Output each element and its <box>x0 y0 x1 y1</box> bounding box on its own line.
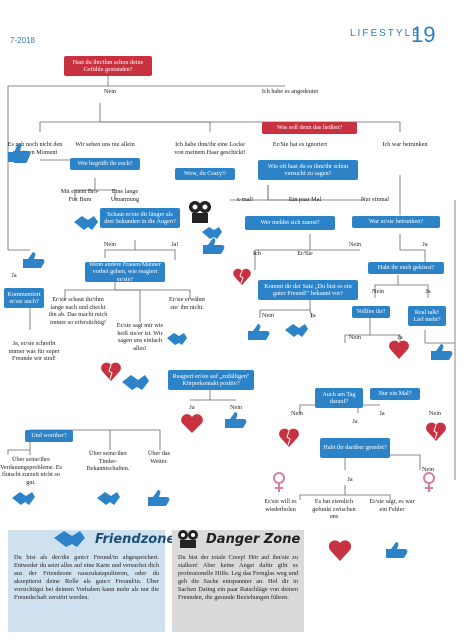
good-friend-phrase-box: Kommt dir der Satz „Du bist so ein guter… <box>258 280 358 300</box>
answer-me: Ich <box>253 250 261 257</box>
regret-box: Vollfee ihr? <box>352 306 390 318</box>
handshake-icon <box>54 531 85 547</box>
answer-yes: Ja <box>189 404 195 411</box>
heart-icon <box>389 340 409 359</box>
broken-heart-icon <box>279 428 299 447</box>
answer-bro-fist: Mit einem Bro-Fist Bum <box>60 188 100 203</box>
thumbs-up-icon <box>431 344 453 360</box>
dangerzone-text: Du bist der totale Creep! Hör auf ihn/si… <box>178 554 298 601</box>
answer-hinted: Ich habe es angedeutet <box>261 88 319 95</box>
answer-weather: Über das Wetter. <box>147 450 171 465</box>
thumbs-up-icon <box>386 542 408 558</box>
answer-no: Nein <box>290 410 304 417</box>
answer-yes: Ja <box>379 410 385 417</box>
thumbs-up-icon <box>8 143 31 163</box>
answer-long-hug: Eine lange Umarmung <box>110 188 140 203</box>
broken-heart-icon <box>233 268 251 285</box>
handshake-icon <box>285 324 308 337</box>
handshake-icon <box>122 375 149 390</box>
answer-ignored: Er/Sie hat es ignoriert <box>272 141 328 148</box>
section-title: LIFESTYLE <box>350 28 421 39</box>
other-people-reaction-box: Wenn andere Frauen/Männer vorbei gehen, … <box>85 261 165 283</box>
dangerzone-title: Danger Zone <box>206 532 301 547</box>
answer-repeat: Er/sie will es wiederholen <box>264 498 297 513</box>
answer-yes: Ja <box>347 476 353 483</box>
handshake-icon <box>74 216 98 230</box>
handshake-icon <box>202 227 222 239</box>
answer-yes: Ja <box>352 418 358 425</box>
were-they-drunk-box: War er/sie betrunken? <box>352 216 440 228</box>
answer-tinder: Über seine/ihre Tinder-Bekanntschaften. <box>86 450 130 473</box>
answer-yes: Ja <box>310 312 316 319</box>
heart-icon <box>181 414 203 433</box>
only-once-box: Nur ein Mal? <box>370 388 420 400</box>
answer-no: Nein <box>428 410 442 417</box>
heart-icon <box>328 540 352 561</box>
answer-no: Nein <box>229 404 243 411</box>
answer-no: Nein <box>103 241 117 248</box>
broken-heart-icon <box>426 422 446 441</box>
handshake-icon <box>12 492 35 505</box>
answer-yes: Ja <box>11 272 17 279</box>
answer-sparks: Es hat ziemlich gefunkt zwischen uns <box>312 498 356 521</box>
creep-binoculars-icon <box>178 530 198 548</box>
eye-contact-box: Schaut er/sie dir länger als drei Sekund… <box>100 208 180 228</box>
thumbs-up-icon <box>203 238 225 254</box>
handshake-icon <box>97 492 120 505</box>
about-what-box: Und worüber? <box>25 430 73 442</box>
answer-hair-lock: Ich habe ihm/ihr eine Locke von meinem H… <box>174 141 246 156</box>
creep-binoculars-icon <box>189 201 211 223</box>
answer-yes: Ja <box>422 241 428 248</box>
talked-about-it-box: Habt ihr darüber geredet? <box>320 438 390 458</box>
real-talk-box: Real talk! Lief mehr? <box>408 306 446 326</box>
how-greet-box: Wie begrüßt ihr euch? <box>70 158 140 170</box>
start-question-box: Hast du ihn/ihm schon deine Gefühle gest… <box>64 56 152 76</box>
answer-x-times: x-mal! <box>236 196 254 203</box>
gender-symbol-icon <box>423 472 435 492</box>
broken-heart-icon <box>101 362 121 381</box>
wow-crazy-box: Wow, du Crazy!! <box>175 168 235 180</box>
next-day-box: Auch am Tag darauf? <box>315 388 363 408</box>
thumbs-up-icon <box>225 412 247 428</box>
answer-tells-hot: Er/sie sagt mir wie heiß sie/er ist. Wir… <box>116 322 164 352</box>
answer-no: Nein <box>261 312 275 319</box>
friendzone-text: Du bist als der/die gute/r Freund/in abg… <box>14 554 159 601</box>
dangerzone-panel: Du bist der totale Creep! Hör auf ihn/si… <box>172 530 304 632</box>
answer-they: Er/Sie <box>297 250 313 257</box>
answer-never-alone: Wir sehen uns nie allein <box>75 141 135 148</box>
gender-symbol-icon <box>273 472 285 492</box>
handshake-icon <box>167 333 187 345</box>
answer-yes: Ja! <box>171 241 179 248</box>
answer-mistake: Er/sie sagt, es war ein Fehler <box>369 498 415 513</box>
answer-super-friends: Ja, er/sie schreibt immer was für super … <box>8 340 60 363</box>
page-number: 19 <box>411 22 436 47</box>
friendzone-panel: Du bist als der/die gute/r Freund/in abg… <box>8 530 165 632</box>
did-you-kiss-box: Habt ihr euch geküsst? <box>368 262 444 274</box>
do-they-comment-box: Kommentiert er/sie auch? <box>4 288 44 308</box>
answer-was-drunk: Ich war betrunken <box>382 141 428 148</box>
answer-yes: Ja <box>425 288 431 295</box>
answer-few-times: Ein paar Mal <box>288 196 322 203</box>
thumbs-up-icon <box>148 490 170 506</box>
answer-only-once: Nur einmal <box>360 196 389 203</box>
thumbs-up-icon <box>23 252 45 268</box>
answer-yes: Ja <box>397 334 403 341</box>
answer-no-right-moment: Es gab noch nicht den richtigen Moment <box>7 141 63 156</box>
issue-label: 7-2018 <box>10 36 35 45</box>
answer-digestion: Über seine/ihre Verdauungsprobleme. Es f… <box>0 456 62 486</box>
what-does-that-mean-box: Was soll denn das heißen? <box>262 122 357 134</box>
answer-no: Nein <box>103 88 117 95</box>
answer-no: Nein <box>421 466 435 473</box>
answer-no: Nein <box>348 334 362 341</box>
answer-not-mention: Er/sie erwähnt sie/ ihn nicht. <box>169 296 205 311</box>
answer-no: Nein <box>371 288 385 295</box>
answer-no: Nein <box>348 241 362 248</box>
answer-checks-out: Er/sie schaut ihr/ihm lange nach und che… <box>48 296 108 326</box>
body-contact-box: Reagiert er/sie auf „zufälligen" Körperk… <box>168 370 254 390</box>
who-calls-first-box: Wer meldet sich zuerst? <box>245 216 335 230</box>
friendzone-title: Friendzone <box>95 532 176 547</box>
thumbs-up-icon <box>248 324 270 340</box>
how-often-tried-box: Wie oft hast du es ihm/ihr schon versuch… <box>258 160 358 180</box>
